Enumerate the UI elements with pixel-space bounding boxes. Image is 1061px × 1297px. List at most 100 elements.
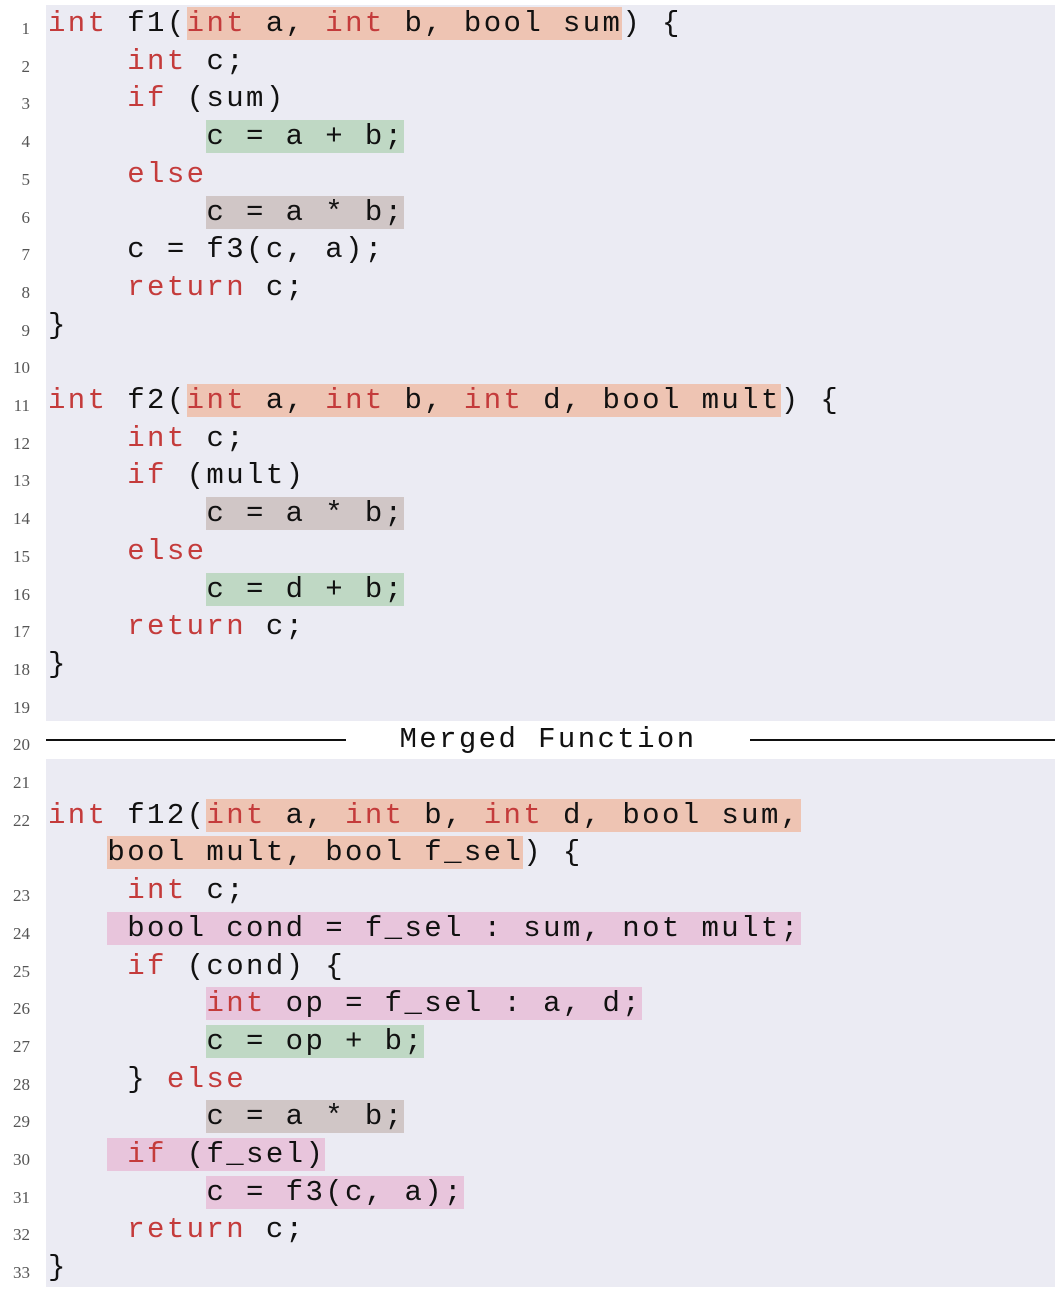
code-line: 2 int c; [0,43,1061,81]
line-number: 4 [21,132,31,152]
highlighted-code: d, bool sum, [543,798,801,832]
highlighted-code: bool mult, bool f_sel [107,836,524,870]
code-keyword: int [186,384,247,417]
code-text: if (sum) [48,80,286,118]
separator-title: Merged Function [399,723,697,757]
code-text: c = a + b; [48,118,405,156]
line-number: 25 [13,961,30,981]
indent [48,158,127,191]
code-text: int f2(int a, int b, int d, bool mult) { [48,382,840,420]
highlighted-code: c = f3(c, a); [206,1175,464,1209]
code-text: c = f3(c, a); [48,231,385,269]
code-line: 7 c = f3(c, a); [0,231,1061,269]
code-line: 19 [0,684,1061,722]
indent [48,422,127,455]
indent [48,912,107,945]
code-token: } [127,1062,167,1096]
code-token: c; [246,610,306,644]
code-token: f12( [107,798,207,832]
indent [48,1100,206,1133]
code-keyword: return [127,270,247,304]
code-text: c = a * b; [48,194,405,232]
code-keyword: else [127,157,207,191]
code-token: } [48,1251,68,1285]
line-number: 26 [13,999,30,1019]
separator-rule-left [46,739,346,742]
code-line: 5 else [0,156,1061,194]
code-keyword: int [206,987,266,1021]
indent [48,836,107,869]
code-line: 4 c = a + b; [0,118,1061,156]
code-text: int c; [48,420,246,458]
code-line: 32 return c; [0,1211,1061,1249]
line-number: 5 [21,169,31,189]
code-keyword: if [107,1138,167,1171]
code-line: 29 c = a * b; [0,1098,1061,1136]
code-token: (mult) [166,459,306,493]
line-number: 28 [13,1074,30,1094]
code-keyword: if [127,82,167,116]
line-number: 13 [13,471,30,491]
code-keyword: int [206,798,266,832]
highlighted-code: c = a * b; [206,1100,405,1134]
code-line: 12 int c; [0,420,1061,458]
highlighted-code: b, [404,798,484,832]
code-keyword: int [325,384,385,417]
code-line: 30 if (f_sel) [0,1136,1061,1174]
highlighted-code: a, [246,384,326,417]
indent [48,497,206,530]
indent [48,1176,206,1209]
indent [48,1138,107,1171]
code-token: f1( [107,7,187,40]
code-keyword: int [483,798,544,832]
code-keyword: else [127,534,207,568]
code-token: (sum) [166,82,286,116]
code-token: f2( [107,384,187,417]
indent [48,987,206,1020]
code-text: else [48,156,206,194]
line-number: 10 [13,358,30,378]
code-text: c = op + b; [48,1023,425,1061]
code-text: c = d + b; [48,571,405,609]
line-number: 20 [13,735,30,755]
indent [48,573,206,606]
line-number: 23 [13,886,30,906]
code-text: int f1(int a, int b, bool sum) { [48,5,682,43]
code-keyword: return [127,610,247,644]
merged-function-separator: 20 Merged Function [13,721,1055,759]
code-line: 17 return c; [0,608,1061,646]
code-line: 33} [0,1249,1061,1287]
code-token: c; [246,1213,306,1247]
indent [48,45,127,78]
code-line: 14 c = a * b; [0,495,1061,533]
code-text: bool cond = f_sel : sum, not mult; [48,910,801,948]
indent [48,196,206,229]
code-text: } [48,307,68,345]
separator-rule-right [750,739,1055,742]
highlighted-code: c = a + b; [206,120,405,154]
code-line: 15 else [0,533,1061,571]
code-keyword: int [186,7,247,40]
highlighted-code: a, [246,7,326,40]
code-line: 25 if (cond) { [0,948,1061,986]
line-number: 30 [13,1150,30,1169]
code-text: } [48,1249,68,1287]
code-keyword: int [127,874,187,908]
code-line: 26 int op = f_sel : a, d; [0,985,1061,1023]
code-text: } else [48,1061,246,1099]
code-token: ) { [523,836,583,870]
code-token: (cond) { [166,949,346,983]
highlighted-code: c = a * b; [206,195,405,229]
code-token: } [48,308,68,342]
highlighted-code: op = f_sel : a, d; [265,987,643,1021]
line-number: 29 [13,1112,30,1132]
indent [48,459,127,492]
code-line: 8 return c; [0,269,1061,307]
code-token: c; [186,421,247,455]
code-text: c = f3(c, a); [48,1174,464,1212]
code-text: c = a * b; [48,1098,405,1136]
code-keyword: int [48,7,108,40]
line-number: 15 [13,546,30,566]
code-keyword: int [325,7,385,40]
